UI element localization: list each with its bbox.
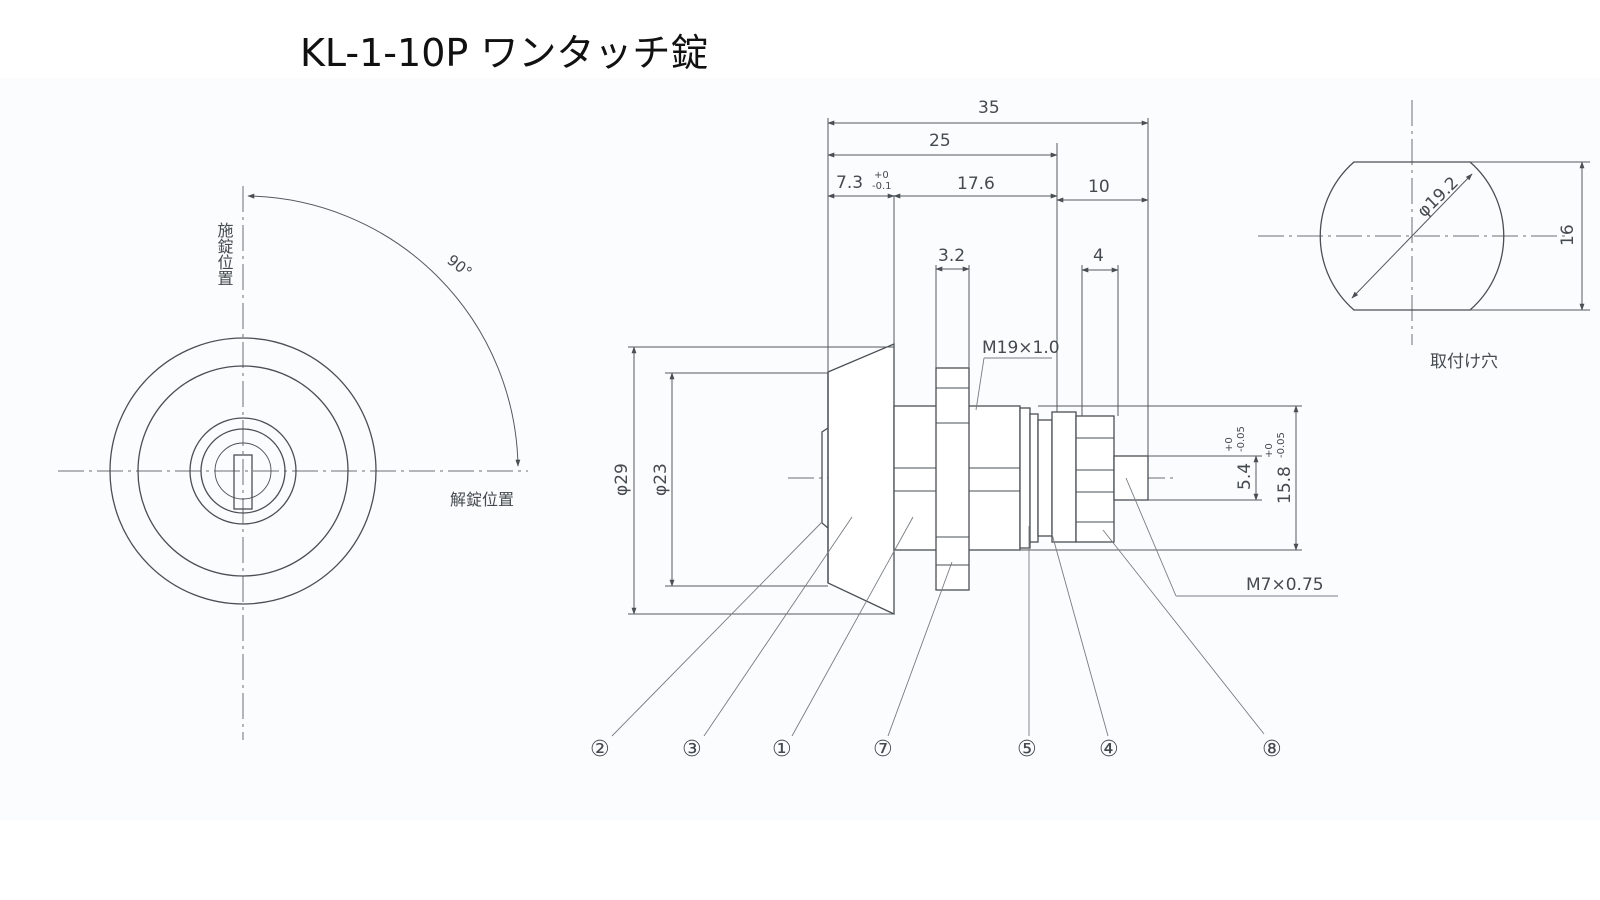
shaft (1113, 455, 1149, 501)
dim-7-3-tol-plus: +0 (874, 170, 889, 181)
front-plug-ring (189, 417, 297, 525)
part-label: ⑤ (1017, 737, 1037, 762)
dim-5-4: 5.4 (1235, 463, 1255, 490)
leader-part-7 (887, 561, 953, 737)
part-label: ③ (682, 737, 702, 762)
part-label: ⑦ (873, 737, 893, 762)
hole-width: 16 (1558, 224, 1578, 246)
part-label: ④ (1099, 737, 1119, 762)
part-label: ① (772, 737, 792, 762)
dim-5-4-tol-minus: -0.05 (1236, 426, 1247, 452)
dim-15-8: 15.8 (1275, 466, 1295, 504)
head-flange (827, 343, 895, 616)
dim-17-6: 17.6 (957, 174, 995, 194)
hole-diameter: φ19.2 (1414, 173, 1463, 221)
front-inner-ring (137, 365, 349, 577)
plug-front (821, 427, 829, 529)
dim-15-8-tol-minus: -0.05 (1276, 432, 1287, 458)
mounting-nut (935, 367, 970, 591)
part-label: ⑧ (1262, 737, 1282, 762)
front-plug-face (200, 428, 286, 514)
spacer-b (1037, 419, 1053, 537)
dim-4: 4 (1093, 246, 1104, 266)
shaft-thread-spec: M7×0.75 (1246, 575, 1324, 595)
mounting-hole-caption: 取付け穴 (1430, 352, 1498, 372)
side-view: 35 25 7.3 +0 -0.1 17.6 10 3.2 4 M19×1.0 … (590, 98, 1338, 762)
dim-7-3-tol-minus: -0.1 (872, 181, 892, 192)
part-label: ② (590, 737, 610, 762)
shaft-leader-a (1125, 477, 1177, 597)
leader-part-8 (1102, 529, 1265, 735)
front-outer-flange (109, 337, 377, 605)
leader-part-1 (791, 516, 914, 737)
rotation-arc (247, 193, 521, 467)
hex-nut (1075, 415, 1115, 543)
thread-leader-a (975, 357, 985, 411)
dim-5-4-tol-plus: +0 (1224, 437, 1235, 452)
dim-15-8-tol-plus: +0 (1264, 443, 1275, 458)
main-thread-spec: M19×1.0 (982, 338, 1060, 358)
dim-10: 10 (1088, 177, 1110, 197)
cam (1051, 411, 1077, 543)
page-title: KL-1-10P ワンタッチ錠 (300, 31, 709, 75)
unlock-position-label: 解錠位置 (450, 490, 514, 509)
dim-3-2: 3.2 (938, 246, 965, 266)
washer (1019, 407, 1031, 549)
mounting-hole-view: φ19.2 16 取付け穴 (1258, 100, 1590, 372)
dim-phi23: φ23 (651, 463, 671, 496)
leader-part-4 (1051, 533, 1109, 737)
dim-7-3: 7.3 (836, 173, 863, 193)
front-plug-inner (214, 442, 272, 500)
key-slot (233, 454, 253, 510)
dim-phi29: φ29 (612, 463, 632, 496)
front-view: 90° 解錠位置 施錠位置 (58, 186, 528, 740)
rotation-angle-label: 90° (444, 251, 476, 282)
lock-position-label: 施錠位置 (215, 222, 234, 286)
dim-35: 35 (978, 98, 1000, 118)
dim-line-phi19-2 (1351, 173, 1473, 299)
spacer-a (1029, 413, 1039, 543)
leader-part-2 (611, 521, 823, 737)
dim-25: 25 (929, 131, 951, 151)
leader-part-3 (703, 516, 853, 737)
